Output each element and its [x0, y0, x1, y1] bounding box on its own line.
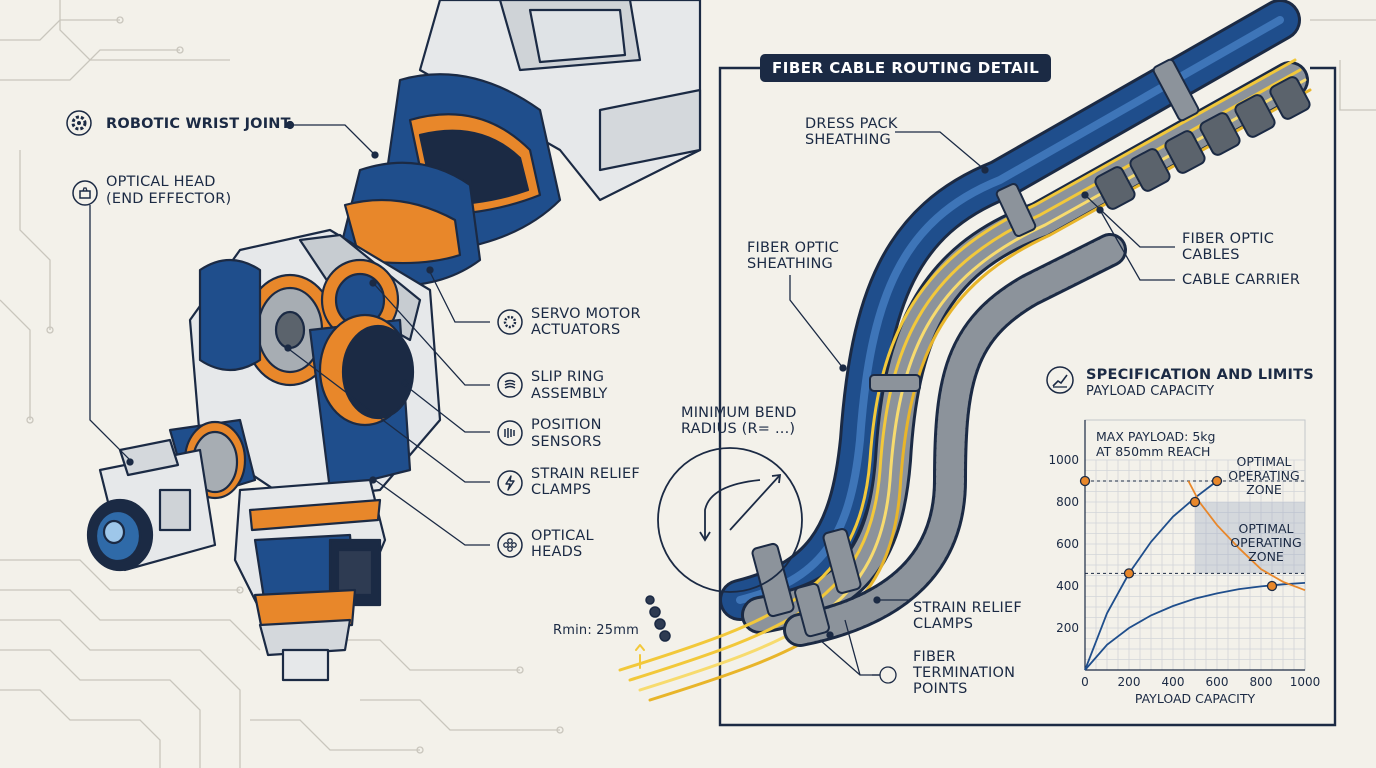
label-termination-line2: TERMINATION [913, 665, 1016, 681]
panel-title: FIBER CABLE ROUTING DETAIL [760, 54, 1052, 82]
slip-ring-icon [497, 372, 523, 398]
label-wrist-joint: ROBOTIC WRIST JOINT [106, 116, 291, 132]
gear-icon [66, 110, 92, 136]
label-rmin: Rmin: 25mm [553, 623, 639, 638]
label-optical-head-line1: OPTICAL HEAD [106, 174, 216, 190]
cable-routing [618, 0, 1312, 702]
label-fiber-sheath-line2: SHEATHING [747, 256, 833, 272]
label-heads-line2: HEADS [531, 544, 583, 560]
spec-subtitle: PAYLOAD CAPACITY [1086, 384, 1215, 399]
label-heads-line1: OPTICAL [531, 528, 594, 544]
cable-clamps [751, 58, 1200, 638]
label-slip-line2: ASSEMBLY [531, 386, 608, 402]
camera-icon [72, 180, 98, 206]
cable-panel-frame [718, 66, 1337, 727]
chart-icon [1046, 366, 1074, 394]
label-position-line1: POSITION [531, 417, 602, 433]
cable-carrier-chain [1094, 76, 1311, 210]
flower-icon [497, 532, 523, 558]
label-servo-line2: ACTUATORS [531, 322, 621, 338]
robot-arm [86, 0, 702, 682]
label-termination-line1: FIBER [913, 649, 956, 665]
label-strain-line1: STRAIN RELIEF [531, 466, 640, 482]
cable-ends [645, 595, 671, 642]
label-dress-line2: SHEATHING [805, 132, 891, 148]
label-fiber-cables-line2: CABLES [1182, 247, 1240, 263]
label-dress-line1: DRESS PACK [805, 116, 898, 132]
label-strain-line2: CLAMPS [531, 482, 592, 498]
label-slip-line1: SLIP RING [531, 369, 605, 385]
label-cable-strain-line2: CLAMPS [913, 616, 974, 632]
robot-leader-lines [89, 120, 490, 546]
cable-leader-lines [789, 131, 1175, 684]
label-cable-strain-line1: STRAIN RELIEF [913, 600, 1022, 616]
motor-icon [497, 309, 523, 335]
label-bend-line1: MINIMUM BEND [681, 405, 797, 421]
label-fiber-cables-line1: FIBER OPTIC [1182, 231, 1275, 247]
label-position-line2: SENSORS [531, 434, 602, 450]
lightning-icon [497, 470, 523, 496]
bend-radius-callout [657, 447, 803, 593]
label-optical-head-line2: (END EFFECTOR) [106, 191, 232, 207]
sensor-icon [497, 420, 523, 446]
label-fiber-sheath-line1: FIBER OPTIC [747, 240, 840, 256]
label-servo-line1: SERVO MOTOR [531, 306, 641, 322]
label-termination-line3: POINTS [913, 681, 968, 697]
label-cable-carrier: CABLE CARRIER [1182, 272, 1301, 288]
spec-title: SPECIFICATION AND LIMITS [1086, 367, 1314, 383]
label-bend-line2: RADIUS (R= ...) [681, 421, 796, 437]
